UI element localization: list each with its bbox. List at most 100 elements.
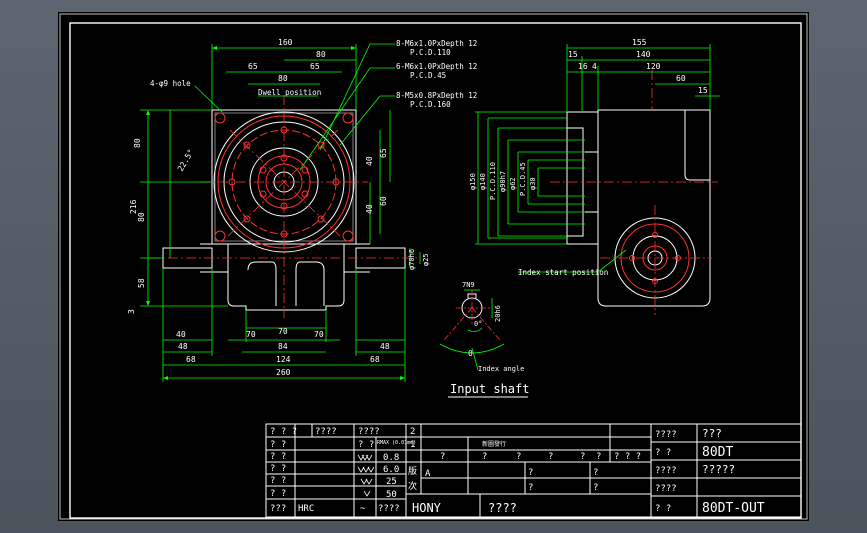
label-hole: 4-φ9 hole xyxy=(150,79,191,88)
detail-text: 7N9 20h6 0° θ Index angle xyxy=(462,281,524,373)
tb-rev-mark-0: ? xyxy=(440,452,445,462)
dim-side-top-7: 15 xyxy=(698,86,708,95)
dim-front-bottom-1: 40 xyxy=(176,330,186,339)
tb-right-label-1: ? ? xyxy=(655,448,671,458)
tb-left-1a: ? ? xyxy=(270,440,286,450)
dim-front-right-3: 60 xyxy=(379,196,388,206)
front-arrowheads xyxy=(146,46,405,380)
dim-side-top-1: 15 xyxy=(568,50,578,59)
dim-detail-diameter: 20h6 xyxy=(494,305,502,322)
tb-ci: 次 xyxy=(408,480,417,492)
dim-front-top-4: 65 xyxy=(310,62,320,71)
tb-rev-text: 新圖發行 xyxy=(482,440,506,448)
label-pcd2: P.C.D.45 xyxy=(410,71,446,80)
tb-right-value-0: ??? xyxy=(702,427,722,440)
tb-rev-0: 2 xyxy=(410,427,415,437)
dim-front-left-2: 216 xyxy=(129,199,138,214)
dim-front-bottom-2: 70 xyxy=(246,330,256,339)
dim-side-top-5: 120 xyxy=(646,62,661,71)
dim-front-right-5: φ25 xyxy=(422,253,430,266)
tb-mid-1: ? xyxy=(528,483,533,493)
label-dwell: Dwell position xyxy=(258,88,321,97)
dim-front-left-4: 58 xyxy=(137,278,146,288)
label-pcd3: P.C.D.160 xyxy=(410,100,451,109)
tb-right-value-4: 80DT-OUT xyxy=(702,501,765,516)
drawing-sheet xyxy=(58,12,809,521)
tb-right-label-0: ???? xyxy=(655,430,677,440)
tb-left-6a: ??? xyxy=(270,504,286,514)
tb-tilde: ~ xyxy=(360,504,366,514)
mounting-holes xyxy=(214,112,354,242)
dim-detail-zero: 0° xyxy=(474,320,482,328)
dim-front-bottom-7: 124 xyxy=(276,355,291,364)
surface-finish-icons xyxy=(357,454,375,497)
tb-rev-mark-2: ? xyxy=(516,452,521,462)
tb-left-1c: ? ? xyxy=(358,440,374,450)
tb-left-6b: HRC xyxy=(298,504,314,514)
front-view[interactable]: 160 80 65 80 65 80 22.5° 216 80 58 3 40 … xyxy=(127,38,477,382)
dim-front-top-1: 80 xyxy=(316,50,326,59)
tb-rmax: RMAX (0.01mm) xyxy=(377,440,416,446)
label-tap3: 8-M5x0.8PxDepth 12 xyxy=(396,91,477,100)
dim-front-top-2: 65 xyxy=(248,62,258,71)
tb-a-mark: A xyxy=(425,469,431,479)
side-centerlines xyxy=(550,70,718,315)
dim-front-left-3: 80 xyxy=(137,212,146,222)
dim-side-top-0: 155 xyxy=(632,38,647,47)
side-dimensions xyxy=(475,44,720,273)
tb-rev-mark-5: ? xyxy=(596,452,601,462)
dim-front-bottom-4: 84 xyxy=(278,342,288,351)
label-index-start: Index start position xyxy=(518,268,608,277)
dim-front-bottom-6: 48 xyxy=(380,342,390,351)
detail-title: Input shaft xyxy=(450,382,529,396)
drawing-frame xyxy=(59,13,808,520)
dim-front-bottom-0: 70 xyxy=(278,327,288,336)
tb-left-4c: 25 xyxy=(386,477,397,487)
dim-front-bottom-8: 68 xyxy=(186,355,196,364)
tb-left-2c: 0.8 xyxy=(383,453,399,463)
tb-left-0a: ? ? ? xyxy=(270,427,297,437)
tb-mid-0: ? xyxy=(528,468,533,478)
tb-rev-mark-4: ? xyxy=(580,452,585,462)
title-block-text: ? ? ? ???? ???? ? ? ? ? RMAX (0.01mm) ? … xyxy=(270,427,765,516)
dim-front-bottom-10: 260 xyxy=(276,368,291,377)
tb-right-label-3: ???? xyxy=(655,484,677,494)
input-shaft-detail[interactable]: 7N9 20h6 0° θ Index angle Input shaft xyxy=(439,281,529,398)
dim-side-left-4: φ62 xyxy=(509,177,517,190)
label-index-angle: Index angle xyxy=(478,365,524,373)
dim-side-top-2: 140 xyxy=(636,50,651,59)
label-tap1: 8-M6x1.0PxDepth 12 xyxy=(396,39,477,48)
front-centerlines xyxy=(150,95,420,318)
front-labels: 4-φ9 hole Dwell position 8-M6x1.0PxDepth… xyxy=(150,39,477,109)
tb-company-q: ???? xyxy=(488,501,517,515)
side-view[interactable]: 155 15 140 16 4 120 60 15 φ150 φ140 P.C.… xyxy=(469,38,720,315)
dim-side-left-1: φ140 xyxy=(479,173,487,190)
title-block[interactable] xyxy=(265,423,802,518)
tb-right-label-4: ? ? xyxy=(655,504,671,514)
dim-front-bottom-9: 68 xyxy=(370,355,380,364)
label-tap2: 6-M6x1.0PxDepth 12 xyxy=(396,62,477,71)
dim-side-top-4: 4 xyxy=(592,62,597,71)
tb-rev-mark-6: ? ? ? xyxy=(614,452,641,462)
tb-mid-2: ? xyxy=(593,468,598,478)
tb-left-0c: ???? xyxy=(358,427,380,437)
tb-right-label-2: ???? xyxy=(655,466,677,476)
dim-side-left-5: P.C.D.45 xyxy=(519,162,527,196)
dim-side-top-6: 60 xyxy=(676,74,686,83)
dim-front-top-3: 80 xyxy=(278,74,288,83)
dim-side-left-0: φ150 xyxy=(469,173,477,190)
dim-front-bottom-3: 70 xyxy=(314,330,324,339)
tb-rev-mark-3: ? xyxy=(548,452,553,462)
dim-side-left-2: P.C.D.110 xyxy=(489,162,497,200)
dim-detail-keyway: 7N9 xyxy=(462,281,475,289)
tb-left-2a: ? ? xyxy=(270,452,286,462)
drawing-inner-frame xyxy=(69,22,802,519)
tb-left-4a: ? ? xyxy=(270,476,286,486)
tb-company: HONY xyxy=(412,501,442,515)
dim-front-right-2: 40 xyxy=(365,204,374,214)
side-body-outline xyxy=(566,109,711,307)
tb-right-value-1: 80DT xyxy=(702,445,733,460)
tb-rev-1: 1 xyxy=(410,440,415,450)
